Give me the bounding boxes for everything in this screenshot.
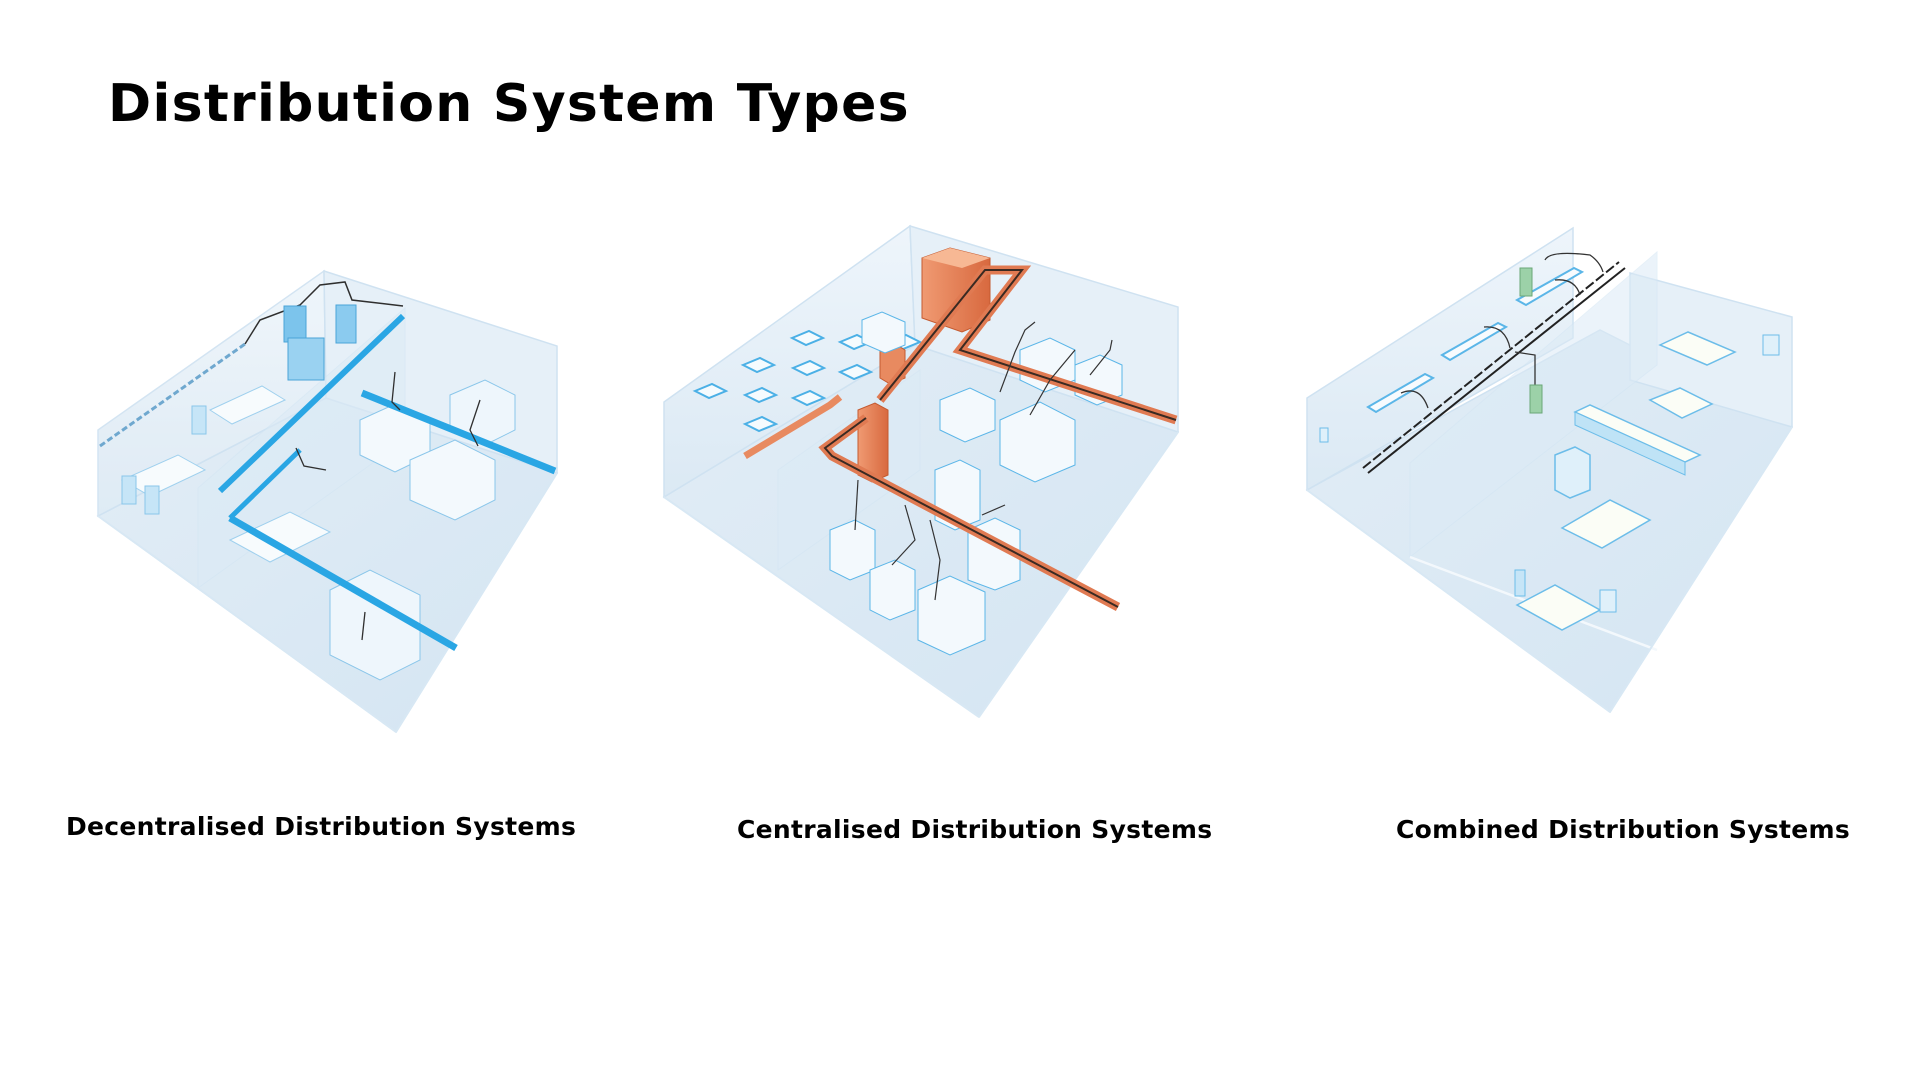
desk: [208, 385, 287, 425]
trunking: [1362, 261, 1620, 469]
equipment: [861, 311, 906, 354]
main-switchboard-top: [922, 248, 990, 268]
distribution-cabinet: [335, 304, 357, 344]
cable: [361, 611, 366, 641]
centralised-illustration: [662, 224, 1180, 719]
busbar: [228, 514, 458, 652]
machine: [409, 439, 496, 521]
cable: [244, 281, 404, 345]
chair: [144, 485, 160, 515]
wall-socket: [1319, 427, 1329, 443]
copper-busbar: [743, 394, 843, 460]
combined-illustration: [1305, 226, 1794, 714]
trunking: [1367, 267, 1626, 474]
distribution-board-green: [1529, 384, 1543, 414]
cable: [469, 399, 481, 447]
chair: [191, 405, 207, 435]
luminaires: [1366, 266, 1585, 414]
cables: [854, 321, 1113, 601]
machine: [939, 387, 996, 443]
busbar: [360, 389, 557, 475]
decentralised-illustration: [96, 269, 559, 734]
front-edge: [197, 587, 397, 733]
cabinet: [1554, 446, 1591, 499]
table: [1658, 331, 1737, 366]
distribution-board-green: [1519, 267, 1533, 297]
front-edge: [395, 472, 558, 733]
chair: [121, 475, 137, 505]
front-edge: [663, 496, 980, 718]
bed: [1560, 499, 1652, 549]
slide-title: Distribution System Types: [108, 74, 910, 134]
chair: [1514, 569, 1526, 597]
copper-busbar-core: [823, 417, 1119, 608]
front-edge: [1609, 426, 1793, 713]
machine: [999, 401, 1076, 483]
distribution-cabinet: [283, 305, 307, 343]
cable: [295, 447, 327, 471]
desk: [120, 454, 207, 497]
front-edge: [978, 431, 1179, 718]
front-edge: [1306, 489, 1611, 713]
transformer: [287, 337, 325, 381]
busbar: [228, 448, 302, 520]
monitor: [1599, 589, 1617, 613]
machine: [917, 575, 986, 656]
machine: [869, 559, 916, 621]
bed: [1648, 387, 1714, 419]
caption-centralised: Centralised Distribution Systems: [737, 815, 1213, 844]
busbar: [217, 313, 406, 494]
caption-decentralised: Decentralised Distribution Systems: [66, 812, 577, 841]
cables: [1400, 252, 1604, 409]
monitor: [1762, 334, 1780, 356]
machine: [829, 519, 876, 581]
workbench: [228, 511, 332, 563]
machine: [329, 569, 421, 681]
cable-tray: [99, 342, 246, 448]
copper-busbar-core: [879, 269, 1177, 421]
cable: [391, 371, 401, 411]
front-edge: [97, 515, 199, 589]
nurse-station-front: [1574, 411, 1686, 476]
caption-combined: Combined Distribution Systems: [1396, 815, 1851, 844]
